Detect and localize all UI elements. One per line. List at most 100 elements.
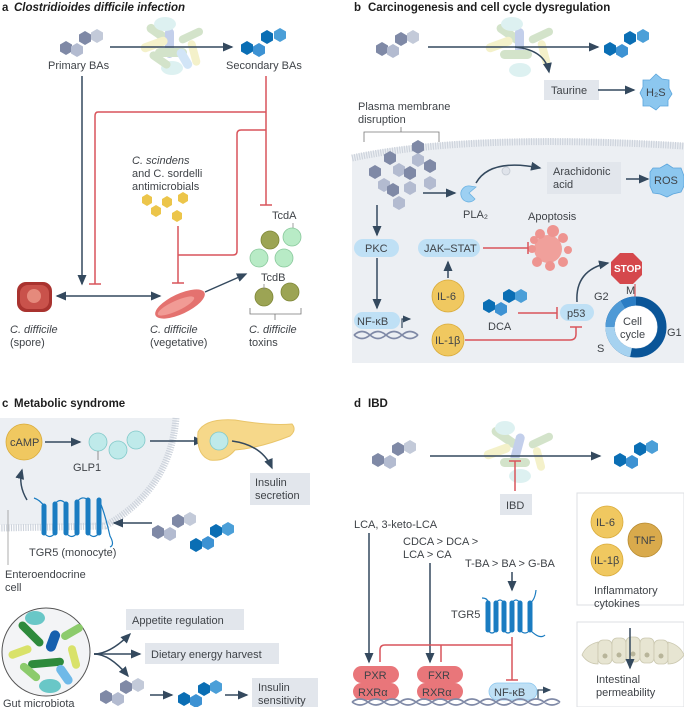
- pxr-rxra-complex: [353, 666, 399, 700]
- appetite-label: Appetite regulation: [132, 615, 224, 627]
- rxra-label-1: RXRα: [358, 687, 388, 699]
- insulin-secretion-box: [250, 473, 310, 505]
- spore-label-1: C. difficile: [10, 324, 58, 336]
- pla2-label: PLA₂: [463, 209, 488, 221]
- ibd-label: IBD: [506, 500, 524, 512]
- membrane-disruption-label-2: disruption: [358, 114, 406, 126]
- fxr-rxra-complex: [417, 666, 463, 700]
- insulin-sensitivity-label-2: sensitivity: [258, 695, 306, 707]
- ros-label: ROS: [654, 175, 678, 187]
- fxr-ligands-label-2: LCA > CA: [403, 549, 452, 561]
- primary-bas-label: Primary BAs: [48, 60, 110, 72]
- stop-label: STOP: [614, 264, 641, 275]
- cycle-s-label: S: [597, 343, 604, 355]
- fxr-label: FXR: [428, 670, 450, 682]
- nfkb-label-d: NF-κB: [494, 687, 525, 699]
- il1b-icon-b: [431, 323, 465, 357]
- antimicrobials-label-2: and C. sordelli: [132, 168, 202, 180]
- enteroendocrine-label-2: cell: [5, 582, 22, 594]
- tgr5-inhibition-lines: [379, 637, 518, 681]
- panel-a-title: Clostridioides difficile infection: [14, 2, 185, 14]
- inflammatory-label-2: cytokines: [594, 598, 640, 610]
- inflammatory-label-1: Inflammatory: [594, 585, 658, 597]
- h2s-molecule-icon: [639, 73, 673, 111]
- p53-stop-arrow: [576, 260, 610, 303]
- permeability-label-2: permeability: [596, 687, 656, 699]
- arachidonic-label-1: Arachidonic: [553, 166, 611, 178]
- arachidonic-label-2: acid: [553, 179, 573, 191]
- cycle-g2-label: G2: [594, 291, 609, 303]
- il1b-label-d: IL-1β: [594, 555, 619, 567]
- tcdb-label: TcdB: [261, 272, 285, 284]
- jak-stat-pill: [418, 239, 480, 257]
- p53-pill: [560, 304, 594, 321]
- stop-sign-icon: [611, 253, 642, 284]
- primary-ba-icon-b: [376, 30, 419, 58]
- c-difficile-vegetative-icon: [155, 289, 205, 319]
- enteroendocrine-membrane: [0, 417, 180, 532]
- il6-label-b: IL-6: [437, 291, 456, 303]
- antimicrobials-label-3: antimicrobials: [132, 181, 200, 193]
- secondary-ba-icon-b: [604, 29, 649, 58]
- epithelium-icon: [581, 636, 684, 665]
- panel-a-letter: a: [2, 2, 9, 14]
- tgr5-ligands-label: T-BA > BA > G-BA: [465, 558, 556, 570]
- camp-label: cAMP: [10, 437, 39, 449]
- glp1-label: GLP1: [73, 462, 101, 474]
- tgr5-camp-arrow: [15, 468, 28, 501]
- pxr-label: PXR: [364, 670, 387, 682]
- secondary-ba-icon: [241, 28, 286, 57]
- microbiota-icon: [140, 17, 204, 75]
- gut-bacteria: [8, 611, 83, 693]
- insulin-secretion-label-1: Insulin: [255, 477, 287, 489]
- ibd-box: [500, 494, 532, 515]
- tnf-icon: [627, 522, 663, 558]
- lca-label: LCA, 3-keto-LCA: [354, 519, 438, 531]
- jak-stat-label: JAK–STAT: [424, 243, 477, 255]
- rxra-label-2: RXRα: [422, 687, 452, 699]
- inhibition-lines: [89, 76, 272, 285]
- panel-b-title: Carcinogenesis and cell cycle dysregulat…: [368, 2, 610, 14]
- dna-icon-d: [351, 698, 561, 706]
- cycle-m-label: M: [626, 285, 635, 297]
- p53-label: p53: [567, 308, 585, 320]
- gut-microbiota-label: Gut microbiota: [3, 698, 75, 707]
- panel-a: a Clostridioides difficile infection Pri…: [2, 2, 302, 349]
- il1b-p53-inhibition: [465, 327, 577, 341]
- h2s-label: H₂S: [646, 87, 666, 99]
- nfkb-pill-d: [488, 682, 538, 701]
- primary-ba-icon: [60, 29, 103, 57]
- toxins-label-1: C. difficile: [249, 324, 297, 336]
- dca-label: DCA: [488, 321, 512, 333]
- tgr5-receptor-icon-c: [41, 497, 102, 536]
- cycle-g1-label: G1: [667, 327, 682, 339]
- appetite-box: [126, 609, 244, 630]
- cell-body: [352, 138, 684, 363]
- secondary-ba-icon-c2: [178, 680, 222, 707]
- insulin-secretion-label-2: secretion: [255, 490, 300, 502]
- il1b-icon-d: [590, 543, 624, 577]
- il6-icon-b: [431, 279, 465, 313]
- panel-c-title: Metabolic syndrome: [14, 398, 125, 410]
- panel-d: d IBD IBD LCA, 3-keto-LC: [351, 398, 684, 707]
- il6-label-d: IL-6: [596, 517, 615, 529]
- panel-c-letter: c: [2, 398, 9, 410]
- microbiota-icon-d: [483, 421, 554, 483]
- cell-cycle-label-2: cycle: [620, 329, 645, 341]
- spore-label-2: (spore): [10, 337, 45, 349]
- pkc-pill: [354, 239, 399, 257]
- cell-cycle-ring: [605, 296, 667, 358]
- toxins-bracket: [249, 308, 302, 320]
- energy-label: Dietary energy harvest: [151, 649, 262, 661]
- primary-ba-icon-d: [372, 440, 416, 469]
- pancreas-icon: [197, 419, 295, 461]
- antimicrobials-label-1: C. scindens: [132, 155, 190, 167]
- membrane-disruption-label-1: Plasma membrane: [358, 101, 450, 113]
- secondary-ba-icon-d: [614, 440, 658, 469]
- taurine-arrow: [514, 46, 552, 74]
- toxin-production-arrow: [204, 273, 248, 293]
- tgr5-label-d: TGR5: [451, 609, 480, 621]
- antimicrobial-molecules-icon: [142, 192, 188, 222]
- arachidonic-acid-box: [547, 162, 621, 194]
